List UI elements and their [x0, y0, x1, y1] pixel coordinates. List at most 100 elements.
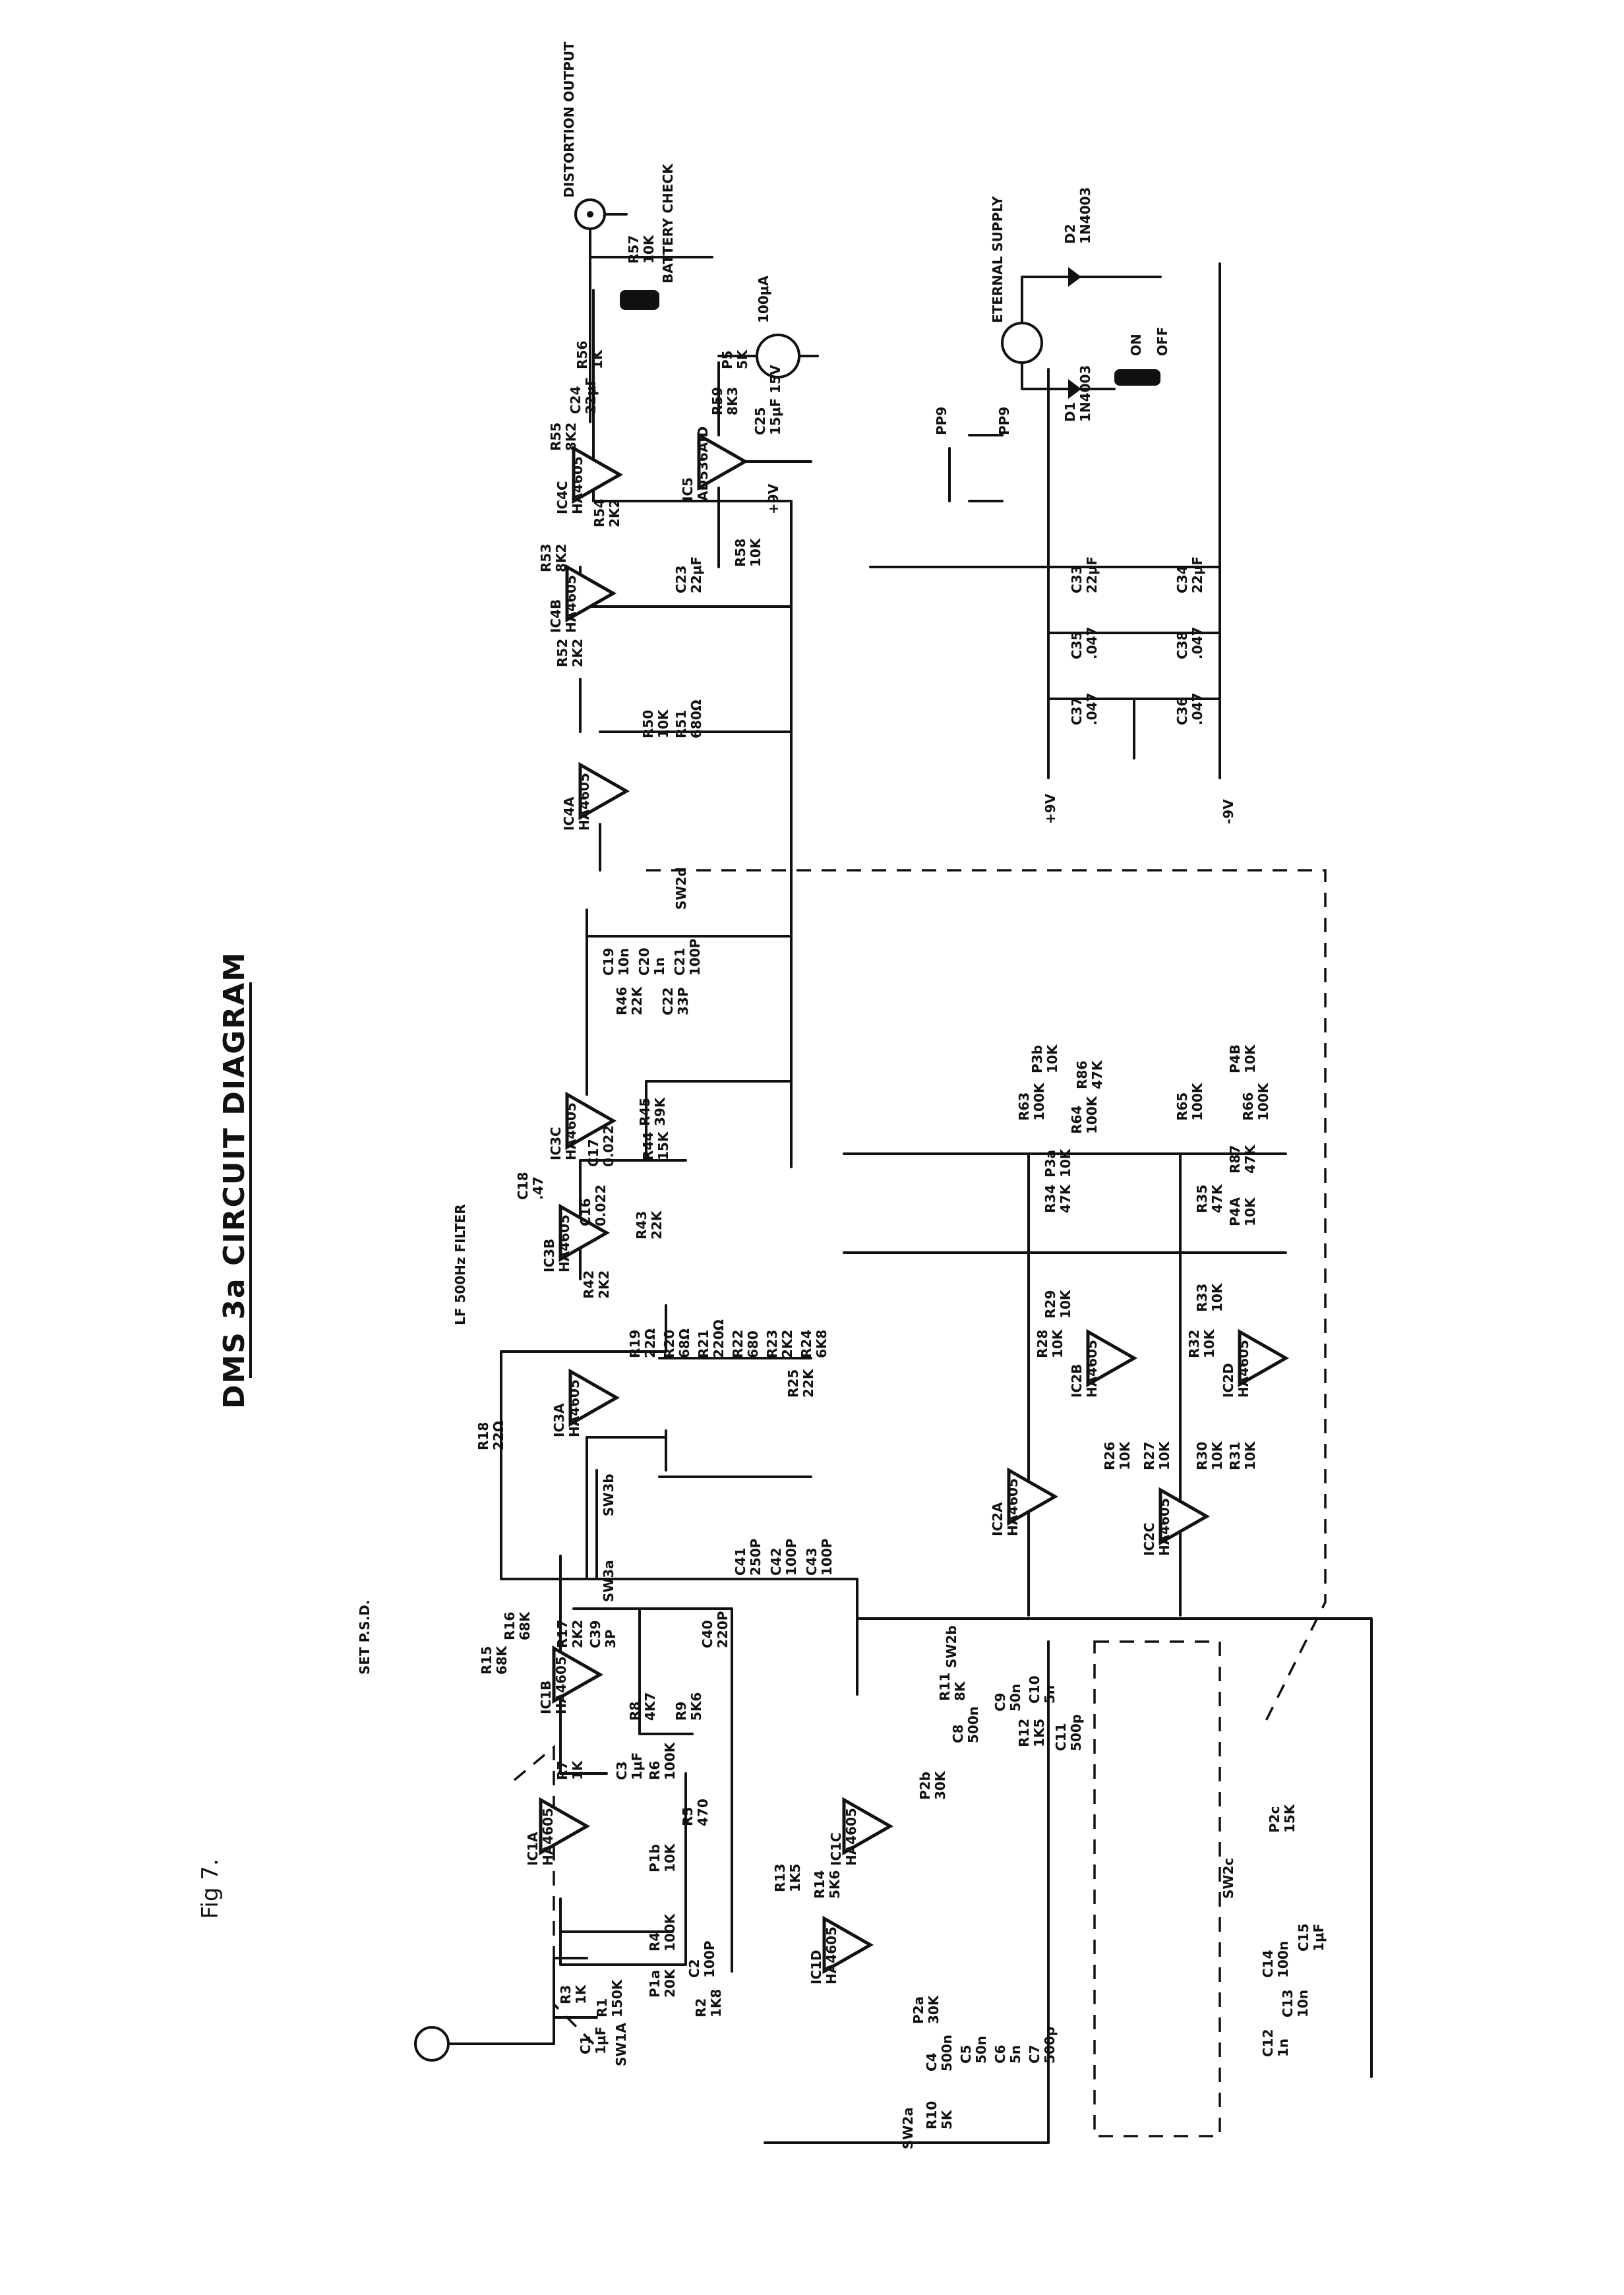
label-line-2: 10K — [1157, 1441, 1172, 1470]
label-line-2: 2K2 — [570, 1620, 586, 1648]
label-line-1: R8 — [627, 1702, 643, 1721]
label-line-2: 50n — [1007, 1684, 1023, 1712]
label-line-1: R58 — [733, 539, 748, 567]
label-line-1: R21 — [696, 1330, 711, 1358]
label-line-2: 8K3 — [725, 387, 740, 415]
label-line-1: R19 — [627, 1330, 643, 1358]
label-line-1: IC2A — [990, 1502, 1006, 1536]
label-line-1: R15 — [479, 1646, 495, 1675]
label-line-2: 100n — [1275, 1941, 1291, 1978]
label-line-1: R12 — [1016, 1719, 1032, 1747]
external-supply-label: ETERNAL SUPPLY — [990, 196, 1006, 323]
label-line-2: 2K2 — [779, 1330, 795, 1358]
label-line-1: C38 — [1174, 631, 1190, 659]
label-line-1: P2c — [1267, 1806, 1282, 1833]
label-line-1: +9V — [1042, 793, 1058, 824]
label-line-1: C23 — [673, 565, 689, 593]
label-line-2: 68K — [517, 1611, 533, 1640]
label-line-2: 22K — [649, 1210, 665, 1239]
external-supply-connector-icon — [1001, 322, 1043, 364]
label-line-1: R32 — [1186, 1330, 1202, 1358]
component-c37: C37.047 — [1069, 693, 1100, 725]
label-line-1: C5 — [958, 2044, 974, 2064]
label-line-1: R43 — [634, 1211, 649, 1239]
label-line-1: P4B — [1227, 1044, 1243, 1073]
label-line-2: HA4605 — [570, 456, 586, 514]
label-line-1: R2 — [693, 1998, 709, 2017]
label-line-1: R28 — [1035, 1330, 1050, 1358]
label-line-2: 3P — [603, 1629, 618, 1648]
label-line-1: 100μA — [756, 276, 771, 323]
opamp-ic3a — [568, 1368, 620, 1427]
label-line-1: LF 500Hz FILTER — [452, 1204, 468, 1325]
label-line-2: HA4605 — [556, 1214, 572, 1272]
label-line-2: 1μF — [1311, 1924, 1327, 1952]
label-line-1: C33 — [1069, 565, 1085, 593]
label-line-2: 10K — [1242, 1044, 1258, 1073]
label-line-1: R9 — [673, 1702, 689, 1721]
opamp-ic1b — [552, 1645, 604, 1704]
label-line-1: R51 — [673, 710, 689, 738]
label-line-2: 5n — [1007, 2045, 1023, 2064]
label-line-1: C43 — [804, 1547, 820, 1576]
label-line-1: R65 — [1174, 1092, 1190, 1121]
minus9v-label: -9V — [1220, 799, 1236, 824]
label-line-2: 10K — [1242, 1197, 1258, 1226]
label-line-1: IC3A — [551, 1403, 567, 1437]
label-line-1: PP9 — [934, 407, 949, 435]
label-line-2: 0.022 — [593, 1185, 609, 1226]
opamp-ic5 — [697, 432, 749, 491]
label-line-2: 10K — [1117, 1441, 1133, 1470]
label-line-2: 100K — [1084, 1095, 1100, 1134]
figure-label: Fig 7. — [197, 1859, 224, 1919]
label-line-1: P2a — [911, 1996, 926, 2024]
label-line-1: R22 — [730, 1330, 746, 1358]
label-line-2: 5K6 — [688, 1692, 704, 1721]
on-label: ON — [1128, 334, 1144, 356]
label-line-2: 22K — [629, 986, 645, 1015]
label-line-1: R87 — [1227, 1145, 1243, 1174]
label-line-1: BATTERY CHECK — [660, 163, 676, 283]
label-line-1: R10 — [924, 2101, 940, 2130]
label-line-1: C10 — [1027, 1675, 1042, 1704]
label-line-2: 5K — [735, 349, 750, 369]
label-line-2: 5n — [1042, 1685, 1058, 1704]
label-line-1: R1 — [594, 1998, 610, 2017]
label-line-1: PP9 — [996, 407, 1012, 435]
label-line-1: SW2b — [944, 1625, 959, 1668]
label-line-1: C13 — [1280, 1989, 1296, 2017]
